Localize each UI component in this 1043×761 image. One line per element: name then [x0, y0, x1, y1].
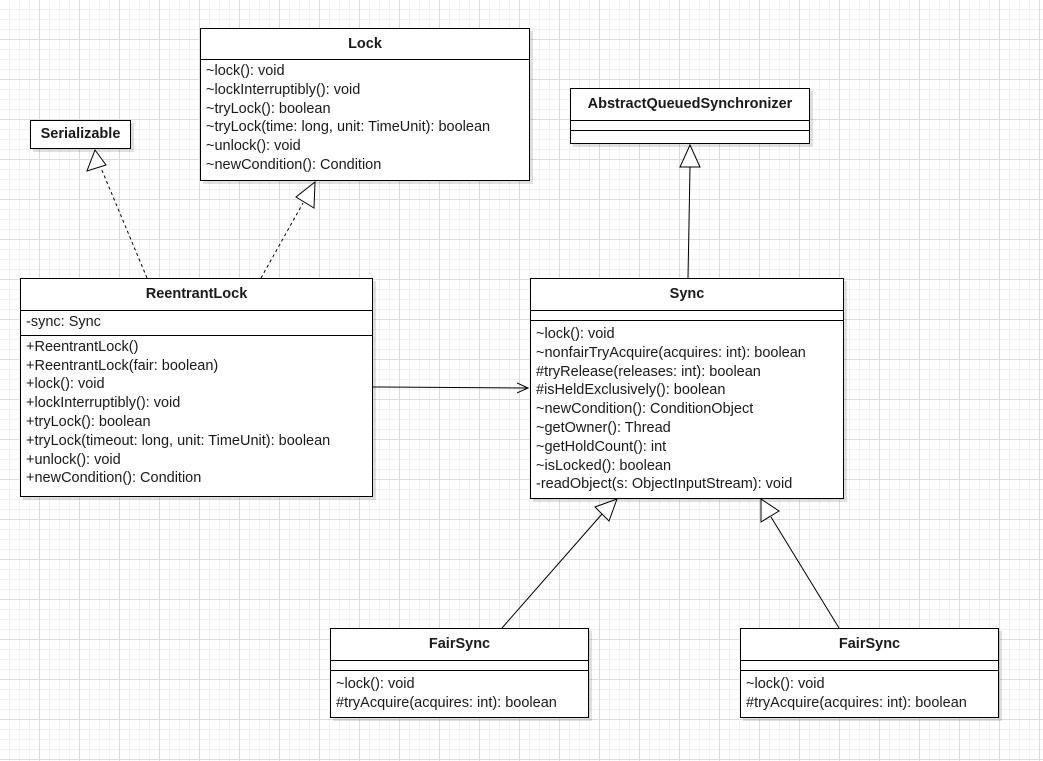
method-row: +tryLock(timeout: long, unit: TimeUnit):…: [26, 432, 331, 449]
class-name: FairSync: [331, 629, 588, 661]
realization-edge-reentrantlock-lock[interactable]: [260, 202, 304, 279]
method-row: ~newCondition(): Condition: [206, 156, 382, 173]
method-row: #tryAcquire(acquires: int): boolean: [336, 694, 557, 711]
method-row: +unlock(): void: [26, 451, 121, 468]
association-edge-reentrantlock-sync[interactable]: [372, 387, 528, 388]
method-row: +newCondition(): Condition: [26, 470, 202, 487]
method-row: #isHeldExclusively(): boolean: [536, 382, 726, 399]
attributes-section: [331, 661, 588, 671]
method-row: ~lock(): void: [536, 326, 615, 342]
generalization-edge-fairsync-right-sync[interactable]: [770, 516, 840, 629]
attributes-section: -sync: Sync: [21, 311, 372, 336]
realization-edge-reentrantlock-serializable[interactable]: [100, 167, 148, 279]
generalization-edge-fairsync-left-sync[interactable]: [501, 513, 603, 629]
method-row: +lock(): void: [26, 376, 105, 393]
method-row: ~getHoldCount(): int: [536, 438, 667, 455]
method-row: #tryAcquire(acquires: int): boolean: [746, 694, 967, 711]
class-serializable[interactable]: Serializable: [30, 120, 131, 149]
methods-section: [571, 131, 809, 141]
method-row: ~lock(): void: [206, 63, 285, 79]
method-row: +ReentrantLock(): [26, 338, 139, 355]
attribute-row: -sync: Sync: [26, 314, 101, 330]
method-row: ~nonfairTryAcquire(acquires: int): boole…: [536, 344, 806, 361]
method-row: ~unlock(): void: [206, 138, 301, 155]
class-reentrantlock[interactable]: ReentrantLock -sync: Sync +ReentrantLock…: [20, 278, 373, 497]
attributes-section: [571, 121, 809, 131]
generalization-triangle-aqs: [679, 143, 701, 168]
method-row: ~tryLock(): boolean: [206, 100, 331, 117]
method-row: ~lockInterruptibly(): void: [206, 81, 361, 98]
methods-section: +ReentrantLock() +ReentrantLock(fair: bo…: [21, 336, 372, 491]
method-row: ~lock(): void: [746, 676, 825, 692]
realization-triangle-serializable: [86, 148, 107, 172]
class-name: ReentrantLock: [21, 279, 372, 311]
class-abstract-queued-synchronizer[interactable]: AbstractQueuedSynchronizer: [570, 88, 810, 144]
realization-triangle-lock: [295, 180, 316, 209]
method-row: ~lock(): void: [336, 676, 415, 692]
method-row: +ReentrantLock(fair: boolean): [26, 357, 219, 374]
methods-section: ~lock(): void #tryAcquire(acquires: int)…: [331, 671, 588, 716]
class-lock[interactable]: Lock ~lock(): void ~lockInterruptibly():…: [200, 28, 530, 181]
generalization-triangle-sync-right: [760, 498, 780, 523]
method-row: ~tryLock(time: long, unit: TimeUnit): bo…: [206, 119, 491, 136]
method-row: ~getOwner(): Thread: [536, 419, 671, 436]
class-fairsync-right[interactable]: FairSync ~lock(): void #tryAcquire(acqui…: [740, 628, 999, 718]
class-name: Sync: [531, 279, 843, 311]
class-sync[interactable]: Sync ~lock(): void ~nonfairTryAcquire(ac…: [530, 278, 844, 499]
attributes-section: [741, 661, 998, 671]
methods-section: ~lock(): void ~lockInterruptibly(): void…: [201, 60, 529, 178]
method-row: ~isLocked(): boolean: [536, 457, 672, 474]
class-name: FairSync: [741, 629, 998, 661]
method-row: #tryRelease(releases: int): boolean: [536, 363, 761, 380]
method-row: +lockInterruptibly(): void: [26, 395, 181, 412]
method-row: ~newCondition(): ConditionObject: [536, 401, 754, 418]
class-fairsync-left[interactable]: FairSync ~lock(): void #tryAcquire(acqui…: [330, 628, 589, 718]
method-row: +tryLock(): boolean: [26, 413, 151, 430]
generalization-edge-sync-aqs[interactable]: [687, 166, 691, 279]
generalization-triangle-sync-left: [594, 498, 618, 522]
class-name: Lock: [201, 29, 529, 60]
class-name: AbstractQueuedSynchronizer: [571, 89, 809, 121]
methods-section: ~lock(): void ~nonfairTryAcquire(acquire…: [531, 321, 843, 497]
attributes-section: [531, 311, 843, 321]
methods-section: ~lock(): void #tryAcquire(acquires: int)…: [741, 671, 998, 716]
method-row: -readObject(s: ObjectInputStream): void: [536, 476, 793, 493]
class-name: Serializable: [40, 126, 121, 142]
